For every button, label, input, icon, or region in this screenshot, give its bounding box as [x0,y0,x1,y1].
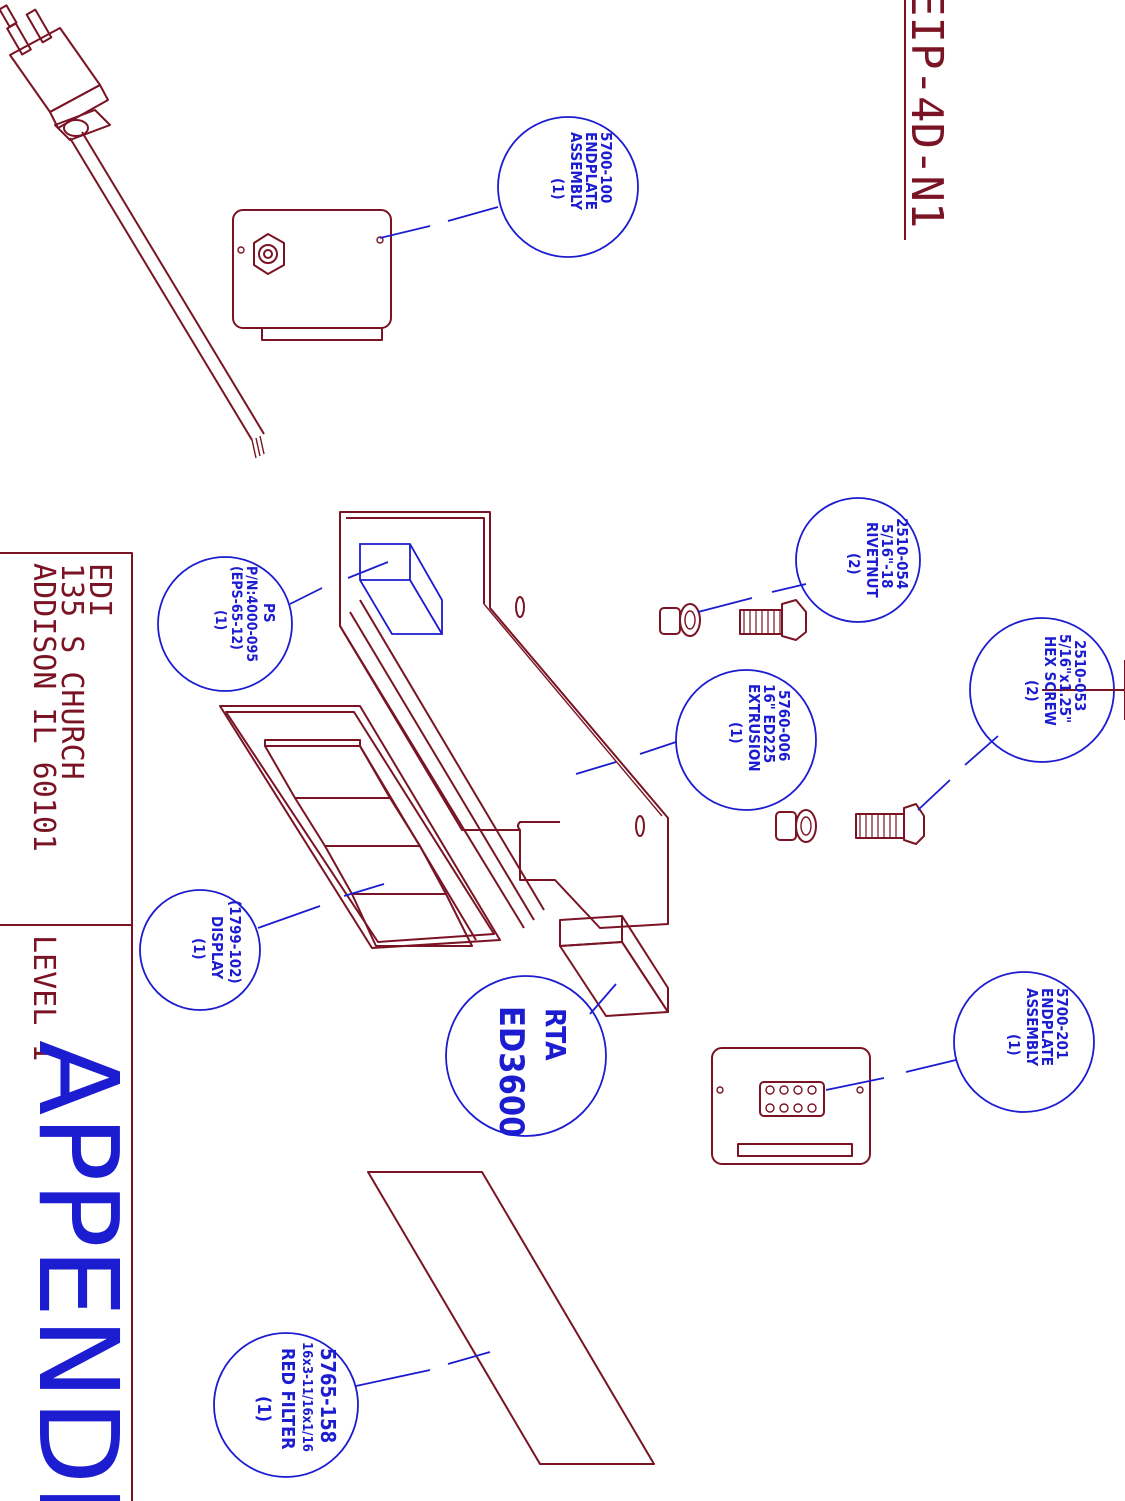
svg-text:EXTRUSION: EXTRUSION [745,684,763,772]
level-label: LEVEL 1 [26,935,61,1061]
svg-text:ED3600: ED3600 [491,1006,531,1137]
rta-part [559,915,669,1017]
company-name: EDI [82,563,117,617]
rivetnut-lower [775,809,817,843]
svg-text:16x3-11/16x1/16: 16x3-11/16x1/16 [299,1342,314,1452]
svg-text:EIP-4D-N1: EIP-4D-N1 [901,0,952,228]
svg-text:ENDPLATE: ENDPLATE [582,132,600,210]
hex-screw-lower [855,803,925,845]
power-cord [0,4,265,459]
svg-text:5/16"-18: 5/16"-18 [878,524,896,589]
display-part [219,705,501,949]
svg-text:(1): (1) [549,178,567,200]
svg-text:DISPLAY: DISPLAY [208,916,226,979]
svg-text:(1): (1) [727,722,745,744]
power-supply-part [359,543,443,635]
callout-rivetnut: 2510-054 5/16"-18 RIVETNUT (2) [697,497,921,623]
callout-rta: RTA ED3600 [445,975,617,1137]
svg-text:5700-201: 5700-201 [1053,988,1071,1059]
svg-text:(1): (1) [212,610,228,630]
svg-text:(EPS-65-12): (EPS-65-12) [228,566,244,650]
endplate-201-part [711,1047,871,1165]
svg-text:(2): (2) [845,553,863,575]
callout-power-supply: PS P/N:4000-095 (EPS-65-12) (1) [157,556,389,692]
callout-red-filter: 5765-158 16x3-11/16x1/16 RED FILTER (1) [213,1332,491,1478]
svg-text:(1799-102): (1799-102) [226,900,244,984]
extrusion-part [339,511,669,929]
red-filter-part [367,1171,655,1465]
hex-screw-upper [739,599,807,641]
callout-endplate-100: 5700-100 ENDPLATE ASSEMBLY (1) [379,116,639,258]
callout-hex-screw: 2510-053 5/16"x1.25" HEX SCREW (2) [917,617,1125,811]
svg-text:ASSEMBLY: ASSEMBLY [567,132,585,210]
svg-text:RIVETNUT: RIVETNUT [863,522,881,599]
company-city: ADDISON IL 60101 [26,563,61,852]
svg-text:PS: PS [260,603,278,623]
company-address: 135 S CHURCH [54,563,89,780]
rivetnut-upper [659,603,701,637]
svg-text:P/N:4000-095: P/N:4000-095 [243,566,259,662]
svg-text:ENDPLATE: ENDPLATE [1038,988,1056,1066]
title-block: EDI 135 S CHURCH ADDISON IL 60101 LEVEL … [0,552,142,1501]
svg-text:RED FILTER: RED FILTER [277,1348,298,1450]
endplate-100-part [232,209,392,341]
svg-text:(1): (1) [253,1396,274,1422]
svg-text:5760-006: 5760-006 [775,690,793,761]
svg-text:RTA: RTA [539,1008,572,1061]
svg-text:2510-054: 2510-054 [893,518,911,589]
svg-text:HEX SCREW: HEX SCREW [1041,636,1059,726]
svg-text:(1): (1) [190,938,208,960]
callout-display: (1799-102) DISPLAY (1) [139,883,385,1011]
callout-extrusion: 5760-006 16" ED225 EXTRUSION (1) [575,669,817,811]
callout-endplate-201: 5700-201 ENDPLATE ASSEMBLY (1) [825,971,1095,1113]
svg-text:5765-158: 5765-158 [316,1348,340,1443]
svg-text:5/16"x1.25": 5/16"x1.25" [1056,634,1074,723]
svg-text:5700-100: 5700-100 [597,132,615,203]
svg-text:(1): (1) [1005,1034,1023,1056]
drawing-id: EIP-4D-N1 [901,0,952,240]
appendix-heading: APPENDI [14,1040,142,1501]
terminal-block-icon [759,1081,825,1117]
svg-text:16" ED225: 16" ED225 [760,684,778,763]
svg-text:ASSEMBLY: ASSEMBLY [1023,988,1041,1066]
svg-text:2510-053: 2510-053 [1071,640,1089,711]
svg-text:(2): (2) [1023,680,1041,702]
